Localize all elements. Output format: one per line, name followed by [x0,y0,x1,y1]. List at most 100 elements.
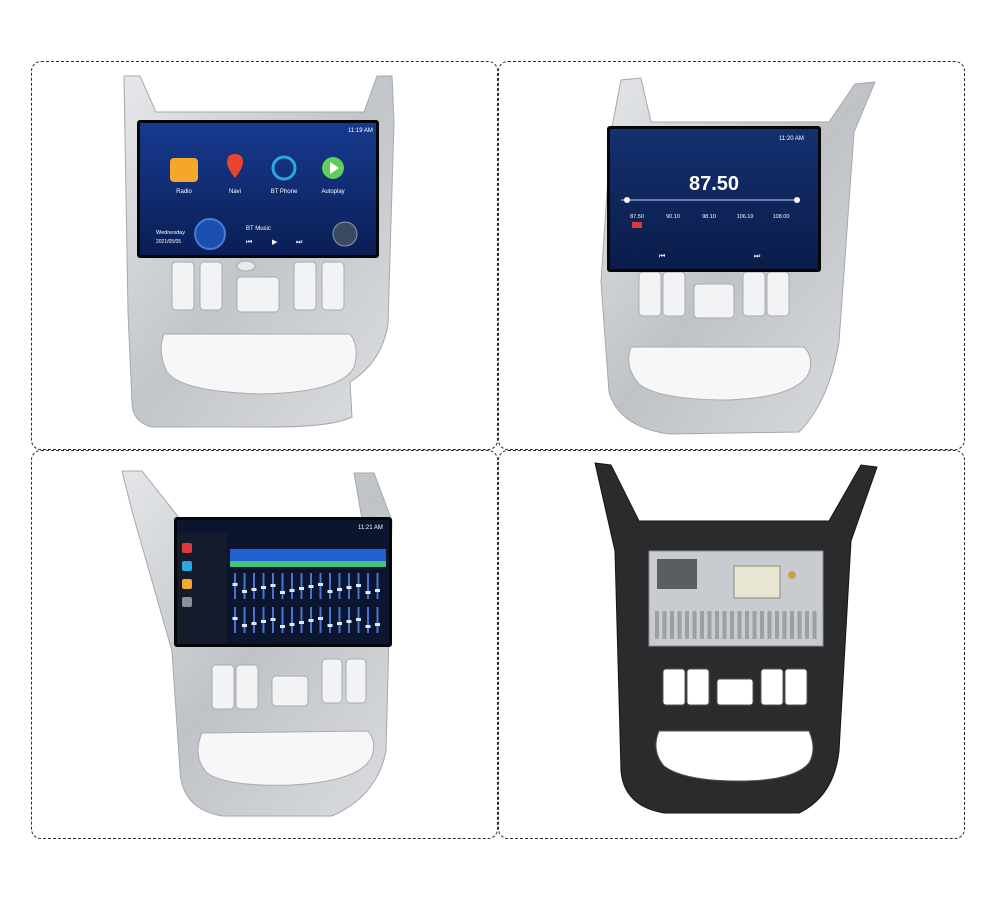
eq-slider[interactable] [329,607,331,633]
eq-slider-knob [356,584,361,587]
fin [715,611,719,639]
eq-slider[interactable] [376,607,379,633]
head-unit-screen [610,129,818,269]
svg-text:Navi: Navi [229,189,241,195]
antenna-port [788,571,796,579]
next-icon[interactable]: ⏭ [296,239,303,246]
tune-left-icon[interactable] [624,197,630,203]
eq-slider-knob [308,619,314,622]
eq-slider[interactable] [338,573,341,599]
eq-slider-knob [318,617,323,620]
eq-slider-knob [289,623,295,626]
eq-slider[interactable] [300,573,303,599]
fin [812,611,817,639]
svg-text:BT Phone: BT Phone [271,189,298,195]
eq-slider[interactable] [253,573,255,599]
heat-sink-fins [655,611,817,639]
eq-slider[interactable] [281,573,284,599]
eq-slider-knob [270,618,276,621]
product-photo-home-screen: 11:19 AM Radio Navi BT Phone Autoplay We… [31,61,498,450]
fin [662,611,667,639]
apps-icon[interactable] [194,218,226,250]
product-photo-back-view [498,450,965,839]
fin [760,611,764,639]
eq-slider-knob [232,617,238,620]
fin [730,611,734,639]
fin [670,611,674,639]
eq-slider[interactable] [300,607,303,633]
sidebar-eq-icon[interactable] [182,543,192,553]
app-bt-phone[interactable]: BT Phone [271,155,298,195]
tune-right-icon[interactable] [794,197,800,203]
sidebar-more-icon[interactable] [182,597,192,607]
preset-3[interactable]: 98.10 [702,214,716,220]
product-photo-radio-screen: 11:20 AM 87.50 87.50 90.10 98.10 106.10 … [498,61,965,450]
preset-1[interactable]: 87.50 [630,214,644,220]
disc-icon [332,221,358,247]
frequency-display: 87.50 [689,173,739,195]
fin [722,611,727,639]
fin [775,611,779,639]
svg-text:Autoplay: Autoplay [321,189,344,195]
eq-slider[interactable] [291,607,293,633]
eq-slider-knob [327,624,333,627]
eq-slider-knob [242,624,247,627]
eq-slider-knob [261,620,266,623]
fin [797,611,802,639]
app-navi[interactable]: Navi [227,154,243,195]
play-icon[interactable]: ▶ [272,239,278,246]
status-time: 11:20 AM [779,136,804,142]
date-label: 2021/05/05 [156,239,181,245]
preset-4[interactable]: 106.10 [737,214,754,220]
eq-curve-band [230,549,386,561]
eq-slider[interactable] [367,607,369,633]
fin [700,611,704,639]
fin [737,611,742,639]
eq-slider-knob [261,586,266,589]
eq-slider-knob [375,623,380,626]
eq-slider[interactable] [329,573,331,599]
eq-slider-knob [375,589,380,592]
fin [745,611,749,639]
eq-slider[interactable] [243,573,246,599]
music-label: BT Music [246,226,271,232]
eq-slider-knob [299,621,304,624]
eq-slider-knob [242,590,247,593]
eq-slider[interactable] [253,607,255,633]
eq-sliders [232,573,380,633]
prev-icon[interactable]: ⏮ [659,253,665,260]
prev-icon[interactable]: ⏮ [246,239,252,246]
navigation-icon [227,154,243,178]
sidebar-sound-icon[interactable] [182,561,192,571]
eq-slider-knob [365,625,371,628]
app-autoplay[interactable]: Autoplay [321,157,345,195]
next-icon[interactable]: ⏭ [754,253,761,260]
connector-block [657,559,697,589]
eq-slider-knob [337,588,342,591]
eq-slider-knob [356,618,361,621]
radio-icon [170,158,198,182]
eq-slider[interactable] [338,607,341,633]
fin [685,611,689,639]
eq-slider-knob [299,587,304,590]
eq-slider[interactable] [281,607,284,633]
eq-slider-knob [318,583,323,586]
eq-slider-knob [337,622,342,625]
eq-slider[interactable] [376,573,379,599]
eq-slider[interactable] [243,607,246,633]
sidebar-ui-icon[interactable] [182,579,192,589]
preset-list: 87.50 90.10 98.10 106.10 108.00 [630,214,789,220]
fin [677,611,682,639]
eq-slider-knob [251,588,257,591]
fin [767,611,772,639]
fin [805,611,809,639]
status-time: 11:21 AM [358,525,383,531]
fin [782,611,787,639]
preset-5[interactable]: 108.00 [773,214,790,220]
fin [790,611,794,639]
app-radio[interactable]: Radio [170,158,198,195]
eq-slider[interactable] [291,573,293,599]
eq-slider[interactable] [367,573,369,599]
product-photo-equalizer-screen: 11:21 AM [31,450,498,839]
preset-2[interactable]: 90.10 [666,214,680,220]
